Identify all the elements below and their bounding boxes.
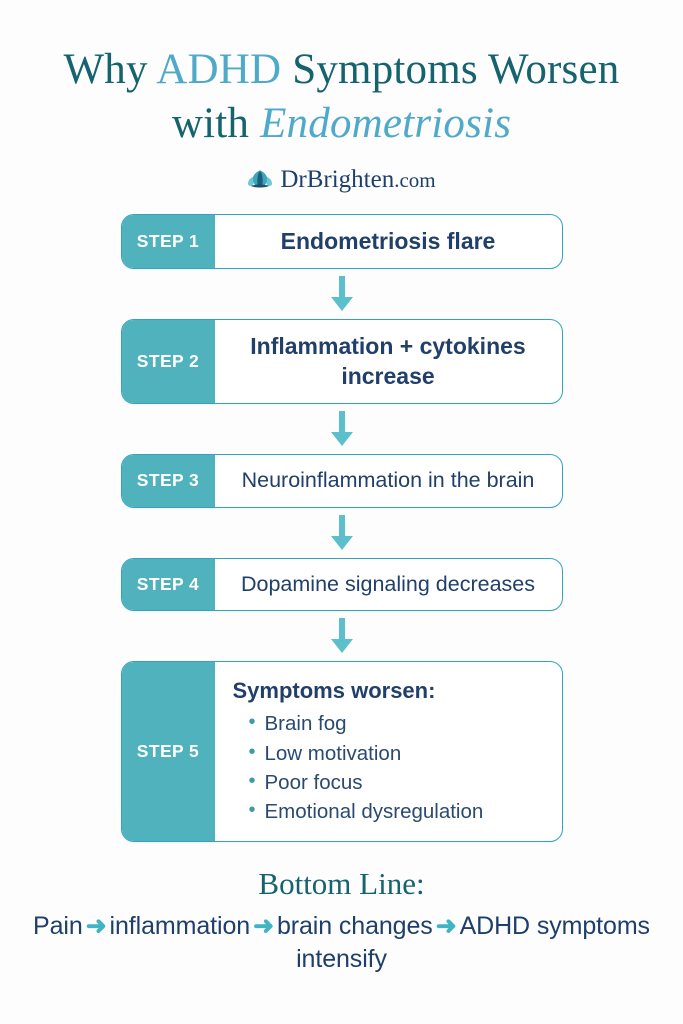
chain-item-2: inflammation xyxy=(109,911,251,940)
step-text-2: Inflammation + cytokines increase xyxy=(250,333,526,389)
title-line2-segment-accent: Endometriosis xyxy=(260,100,512,148)
page-title-line-2: with Endometriosis xyxy=(30,98,653,150)
list-item: Brain fog xyxy=(249,708,548,738)
step-label-3: STEP 3 xyxy=(121,455,215,507)
lotus-icon xyxy=(247,169,273,189)
step-card-5[interactable]: STEP 5 Symptoms worsen: Brain fog Low mo… xyxy=(120,661,563,842)
down-arrow-icon xyxy=(329,508,355,558)
title-line2-segment-1: with xyxy=(171,100,261,148)
title-segment-2: Symptoms Worsen xyxy=(281,46,620,93)
step-card-4[interactable]: STEP 4 Dopamine signaling decreases xyxy=(120,557,563,612)
right-arrow-icon: ➜ xyxy=(85,911,107,940)
list-item: Emotional dysregulation xyxy=(249,796,548,826)
step-card-3[interactable]: STEP 3 Neuroinflammation in the brain xyxy=(120,454,563,508)
header: Why ADHD Symptoms Worsen with Endometrio… xyxy=(0,0,683,192)
brand-bar: DrBrighten.com xyxy=(0,167,683,192)
step-text-3: Neuroinflammation in the brain xyxy=(241,468,535,493)
list-item: Poor focus xyxy=(249,767,548,797)
bottom-line-title: Bottom Line: xyxy=(258,865,425,901)
symptoms-list: Brain fog Low motivation Poor focus Emot… xyxy=(233,708,548,826)
right-arrow-icon: ➜ xyxy=(435,911,457,940)
chain-item-4: ADHD symptoms intensify xyxy=(296,911,650,973)
step-flow: STEP 1 Endometriosis flare STEP 2 Inflam… xyxy=(0,213,683,842)
page-title: Why ADHD Symptoms Worsen with Endometrio… xyxy=(0,44,683,151)
list-item: Low motivation xyxy=(249,738,548,768)
down-arrow-icon xyxy=(329,404,355,454)
step-text-1: Endometriosis flare xyxy=(280,227,496,254)
step-card-1[interactable]: STEP 1 Endometriosis flare xyxy=(120,213,563,270)
step-label-5: STEP 5 xyxy=(121,662,215,841)
step-label-4: STEP 4 xyxy=(121,558,215,611)
brand-tld: .com xyxy=(394,167,436,192)
title-segment-1: Why xyxy=(63,46,157,93)
right-arrow-icon: ➜ xyxy=(253,911,274,940)
bottom-line-chain: Pain➜inflammation➜brain changes➜ADHD sym… xyxy=(26,910,657,976)
step-text-4: Dopamine signaling decreases xyxy=(240,571,535,596)
symptoms-heading: Symptoms worsen: xyxy=(232,678,436,704)
down-arrow-icon xyxy=(329,269,355,319)
down-arrow-icon xyxy=(329,611,355,661)
title-segment-accent: ADHD xyxy=(156,46,282,93)
step-card-2[interactable]: STEP 2 Inflammation + cytokines increase xyxy=(120,319,563,405)
brand-name-text: DrBrighten xyxy=(280,165,395,193)
step-label-1: STEP 1 xyxy=(121,214,215,269)
brand-name: DrBrighten.com xyxy=(280,167,435,192)
chain-item-3: brain changes xyxy=(276,911,433,940)
step-text-5: Symptoms worsen: Brain fog Low motivatio… xyxy=(215,662,562,841)
bottom-line-section: Bottom Line: Pain➜inflammation➜brain cha… xyxy=(0,866,683,976)
chain-item-1: Pain xyxy=(33,911,83,940)
step-label-2: STEP 2 xyxy=(121,320,215,404)
